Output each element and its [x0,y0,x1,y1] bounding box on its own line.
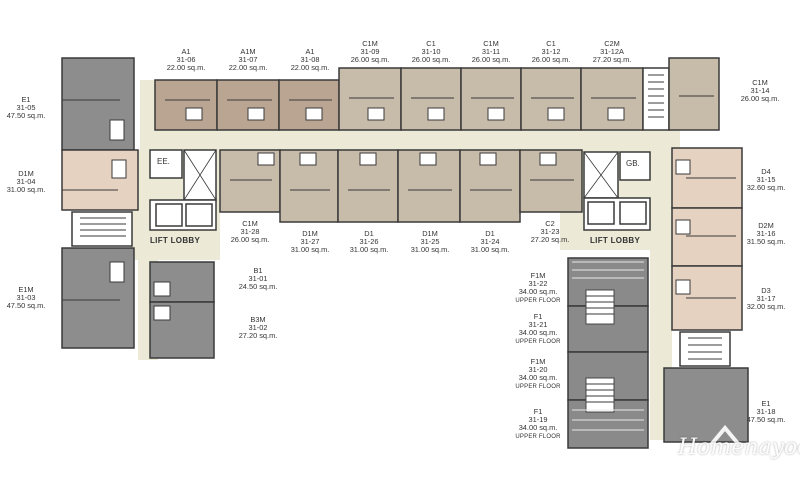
unit-31-06 [154,79,218,131]
lower-row-units [219,149,583,223]
watermark-brand: Homenayoo [678,435,800,460]
stair-right [679,331,731,367]
unit-31-11 [460,67,522,131]
unit-31-08 [278,79,340,131]
ee-room-label: EE. [157,157,170,166]
units-f [567,257,649,449]
unit-31-16 [671,207,743,267]
lift-lobby-right-label: LIFT LOBBY [590,236,641,245]
stair-left [71,211,133,247]
unit-31-09 [338,67,402,131]
lift-core-left [149,149,217,231]
left-column-units [61,57,139,349]
watermark-url: WWW.HOMENAYOO.COM [688,463,795,472]
gb-room-label: GB. [626,159,640,168]
unit-31-07 [216,79,280,131]
right-column-units [663,147,749,443]
unit-31-10 [400,67,462,131]
unit-31-14 [668,57,720,131]
unit-31-12a [580,67,644,131]
unit-31-12 [520,67,582,131]
watermark-house-icon [688,424,762,472]
unit-31-18 [663,367,749,443]
unit-31-04 [61,149,139,211]
lift-lobby-left-label: LIFT LOBBY [150,236,201,245]
stair-top-right [642,67,670,131]
lift-core-right [583,151,651,231]
